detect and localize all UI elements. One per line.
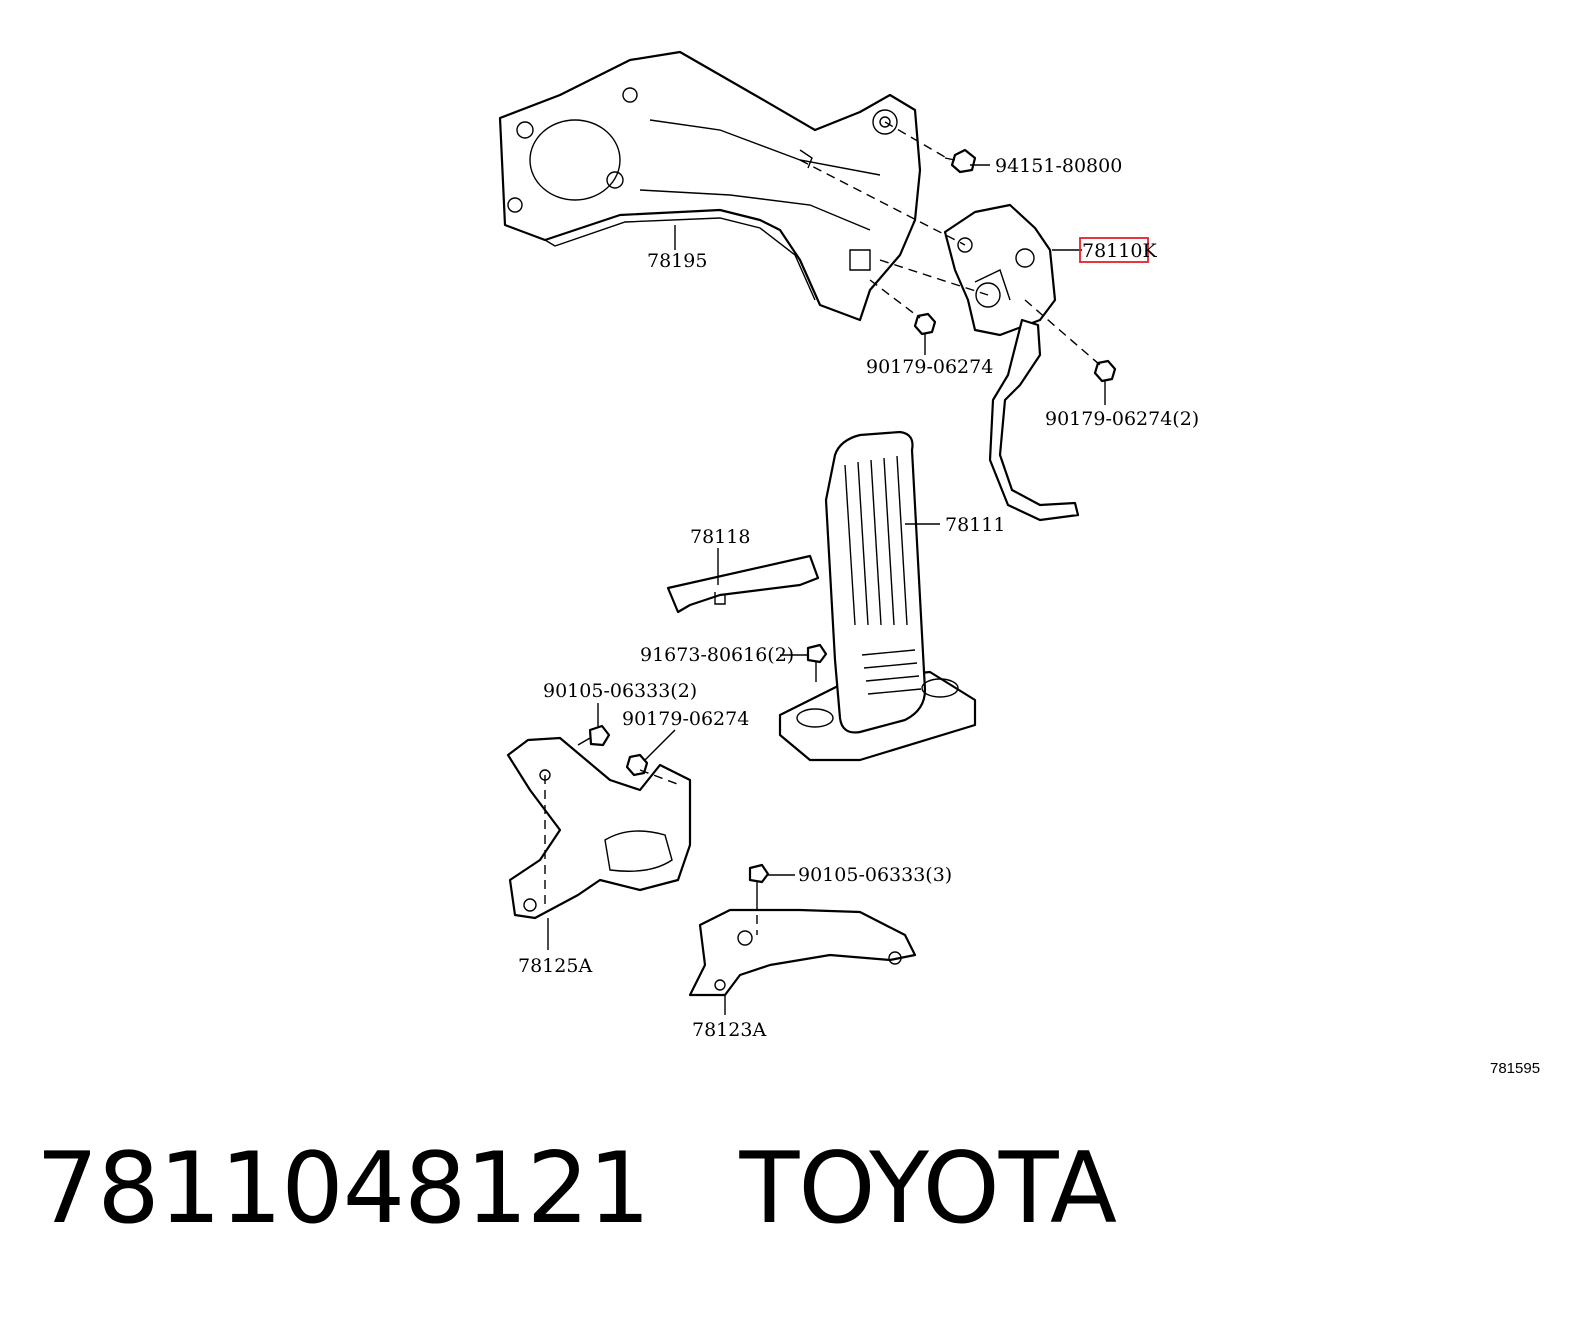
part-number: 7811048121 [36,1132,651,1246]
callout-78110k: 78110K [1082,240,1157,262]
leader-lines [547,164,1106,1015]
assembly-lines [544,121,1101,935]
bracket-78123a [688,908,917,997]
bolt-94151 [944,148,977,174]
callout-90179-06274-2: 90179-06274(2) [1045,408,1199,430]
parts-diagram: 78195 94151-80800 78110K 90179-06274 901… [498,50,1540,1077]
footer-caption: 7811048121 TOYOTA [36,1132,1118,1246]
brand-name: TOYOTA [739,1132,1118,1246]
highlight-box [1079,237,1149,263]
plate-78118 [666,554,820,614]
bolt-90105-b [748,863,770,900]
callout-78123a: 78123A [692,1019,766,1041]
callout-78111: 78111 [945,514,1005,536]
nut-90179-c [625,753,649,777]
pedal-pad-78111 [778,430,977,762]
callout-91673-80616: 91673-80616(2) [640,644,794,666]
bolt-90105-a [577,724,611,747]
nut-90179-b [1093,359,1117,383]
callout-90179-06274-c: 90179-06274 [622,708,749,730]
figure-reference: 781595 [1490,1060,1540,1077]
callout-78118: 78118 [690,526,750,548]
callout-90179-06274-a: 90179-06274 [866,356,993,378]
callout-78195: 78195 [647,250,707,272]
callout-90105-06333-3: 90105-06333(3) [798,864,952,886]
callout-90105-06333-2: 90105-06333(2) [543,680,697,702]
callout-94151-80800: 94151-80800 [995,155,1122,177]
bolt-91673 [806,643,828,682]
nut-90179-a [913,312,937,336]
bracket-78125a [506,736,692,920]
callout-78125a: 78125A [518,955,592,977]
bracket-78195 [498,50,922,322]
